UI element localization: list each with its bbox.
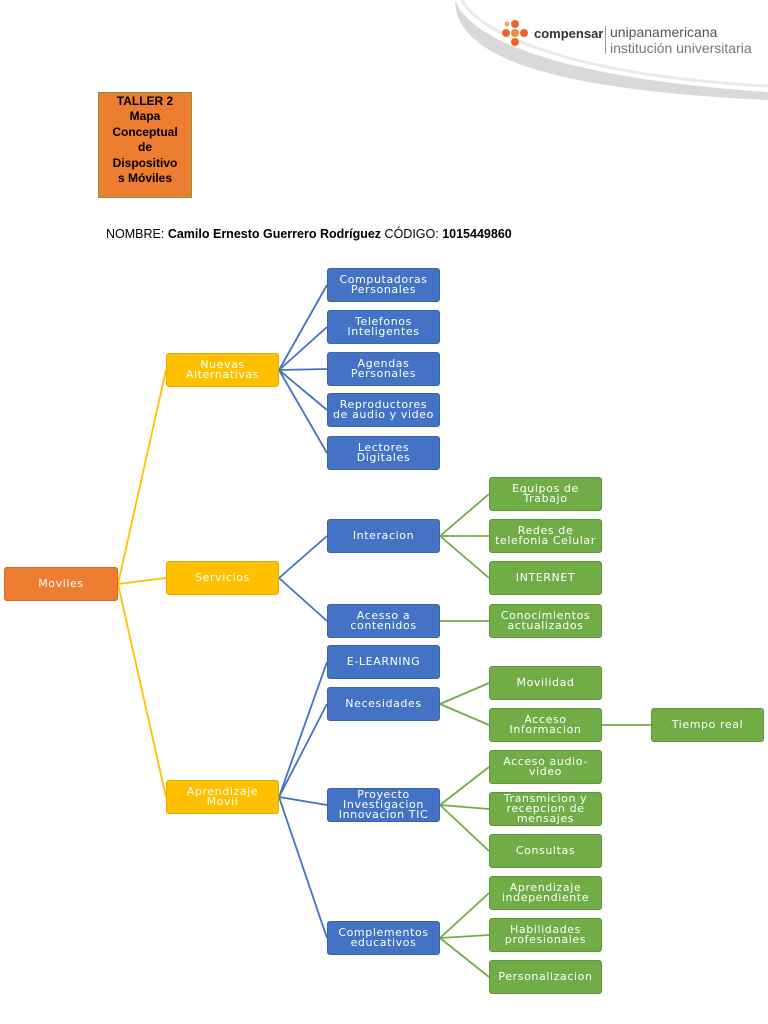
connector-nuevas-alternativas-reproductores-de-audio-y-video bbox=[278, 369, 328, 411]
title-line: Dispositivo bbox=[112, 155, 178, 170]
connector-complementos-educativos-habilidades-profesionales bbox=[439, 934, 490, 939]
title-line: s Móviles bbox=[117, 171, 173, 186]
connector-interacion-internet bbox=[439, 535, 490, 579]
institution-subtitle: institución universitaria bbox=[610, 40, 752, 56]
connector-necesidades-movilidad bbox=[439, 682, 490, 705]
concept-node-moviles: Moviles bbox=[4, 567, 118, 601]
name-label: NOMBRE: bbox=[106, 227, 165, 241]
connector-aprendizaje-movil-proyecto-investigacion-innovacion-tic bbox=[278, 796, 328, 806]
connector-complementos-educativos-aprendizaje-independiente bbox=[439, 892, 490, 939]
concept-node-tiempo-real: Tiempo real bbox=[651, 708, 764, 742]
concept-node-lectores-digitales: Lectores Digitales bbox=[327, 436, 440, 470]
concept-node-servicios: Servicios bbox=[166, 561, 279, 595]
concept-node-acceso-audio-video: Acceso audio-video bbox=[489, 750, 602, 784]
concept-node-e-learning: E-LEARNING bbox=[327, 645, 440, 679]
concept-node-complementos-educativos: Complementos educativos bbox=[327, 921, 440, 955]
concept-node-personalizacion: Personalizacion bbox=[489, 960, 602, 994]
concept-node-redes-de-telefonia-celular: Redes de telefonia Celular bbox=[489, 519, 602, 553]
concept-node-conocimientos-actualizados: Conocimientos actualizados bbox=[489, 604, 602, 638]
compensar-logo-icon bbox=[502, 20, 528, 46]
logo-divider bbox=[605, 26, 606, 54]
student-code: 1015449860 bbox=[442, 227, 512, 241]
header-swoosh bbox=[455, 0, 768, 100]
concept-node-consultas: Consultas bbox=[489, 834, 602, 868]
connector-servicios-interacion bbox=[278, 535, 328, 579]
institution-name: unipanamericana bbox=[610, 24, 718, 40]
connector-aprendizaje-movil-e-learning bbox=[278, 661, 328, 798]
connector-proyecto-investigacion-innovacion-tic-transmicion-y-recepcion-de-mensajes bbox=[439, 804, 490, 810]
concept-node-aprendizaje-independiente: Aprendizaje independiente bbox=[489, 876, 602, 910]
concept-node-internet: INTERNET bbox=[489, 561, 602, 595]
concept-node-computadoras-personales: Computadoras Personales bbox=[327, 268, 440, 302]
concept-node-aprendizaje-movil: Aprendizaje Movil bbox=[166, 780, 279, 814]
assignment-title-box: TALLER 2 Mapa Conceptual de Dispositivo … bbox=[98, 92, 192, 198]
concept-node-telefonos-inteligentes: Telefonos Inteligentes bbox=[327, 310, 440, 344]
concept-node-movilidad: Movilidad bbox=[489, 666, 602, 700]
connector-proyecto-investigacion-innovacion-tic-consultas bbox=[439, 804, 490, 852]
connector-servicios-acesso-a-contenidos bbox=[278, 577, 328, 622]
concept-node-reproductores-de-audio-y-video: Reproductores de audio y video bbox=[327, 393, 440, 427]
connector-nuevas-alternativas-lectores-digitales bbox=[278, 369, 328, 454]
title-line: TALLER 2 bbox=[116, 94, 174, 108]
concept-node-acesso-a-contenidos: Acesso a contenidos bbox=[327, 604, 440, 638]
connector-aprendizaje-movil-complementos-educativos bbox=[278, 796, 328, 939]
student-info: NOMBRE: Camilo Ernesto Guerrero Rodrígue… bbox=[106, 227, 512, 241]
concept-node-necesidades: Necesidades bbox=[327, 687, 440, 721]
brand-name: compensar bbox=[534, 26, 604, 41]
code-label: CÓDIGO: bbox=[384, 227, 439, 241]
concept-node-acceso-informacion: Acceso Informacion bbox=[489, 708, 602, 742]
title-line: Conceptual bbox=[112, 124, 178, 139]
connector-root-servicios bbox=[117, 577, 167, 585]
connector-nuevas-alternativas-telefonos-inteligentes bbox=[278, 326, 328, 371]
title-line: de bbox=[137, 140, 152, 155]
concept-node-transmicion-y-recepcion-de-mensajes: Transmicion y recepcion de mensajes bbox=[489, 792, 602, 826]
concept-node-equipos-de-trabajo: Equipos de Trabajo bbox=[489, 477, 602, 511]
connector-proyecto-investigacion-innovacion-tic-acceso-audio-video bbox=[439, 766, 490, 806]
concept-node-interacion: Interacion bbox=[327, 519, 440, 553]
concept-node-habilidades-profesionales: Habilidades profesionales bbox=[489, 918, 602, 952]
concept-node-proyecto-investigacion-innovacion-tic: Proyecto Investigacion Innovacion TIC bbox=[327, 788, 440, 822]
connector-aprendizaje-movil-necesidades bbox=[278, 703, 328, 798]
connector-nuevas-alternativas-computadoras-personales bbox=[278, 284, 328, 371]
title-line: Mapa bbox=[129, 109, 161, 124]
connector-root-nuevas-alternativas bbox=[117, 369, 167, 585]
concept-node-nuevas-alternativas: Nuevas Alternativas bbox=[166, 353, 279, 387]
concept-node-agendas-personales: Agendas Personales bbox=[327, 352, 440, 386]
connector-nuevas-alternativas-agendas-personales bbox=[278, 368, 328, 371]
connector-root-aprendizaje-movil bbox=[117, 583, 167, 798]
connector-complementos-educativos-personalizacion bbox=[439, 937, 490, 978]
student-name: Camilo Ernesto Guerrero Rodríguez bbox=[167, 227, 382, 241]
connector-interacion-equipos-de-trabajo bbox=[439, 493, 490, 537]
connector-necesidades-acceso-informacion bbox=[439, 703, 490, 726]
